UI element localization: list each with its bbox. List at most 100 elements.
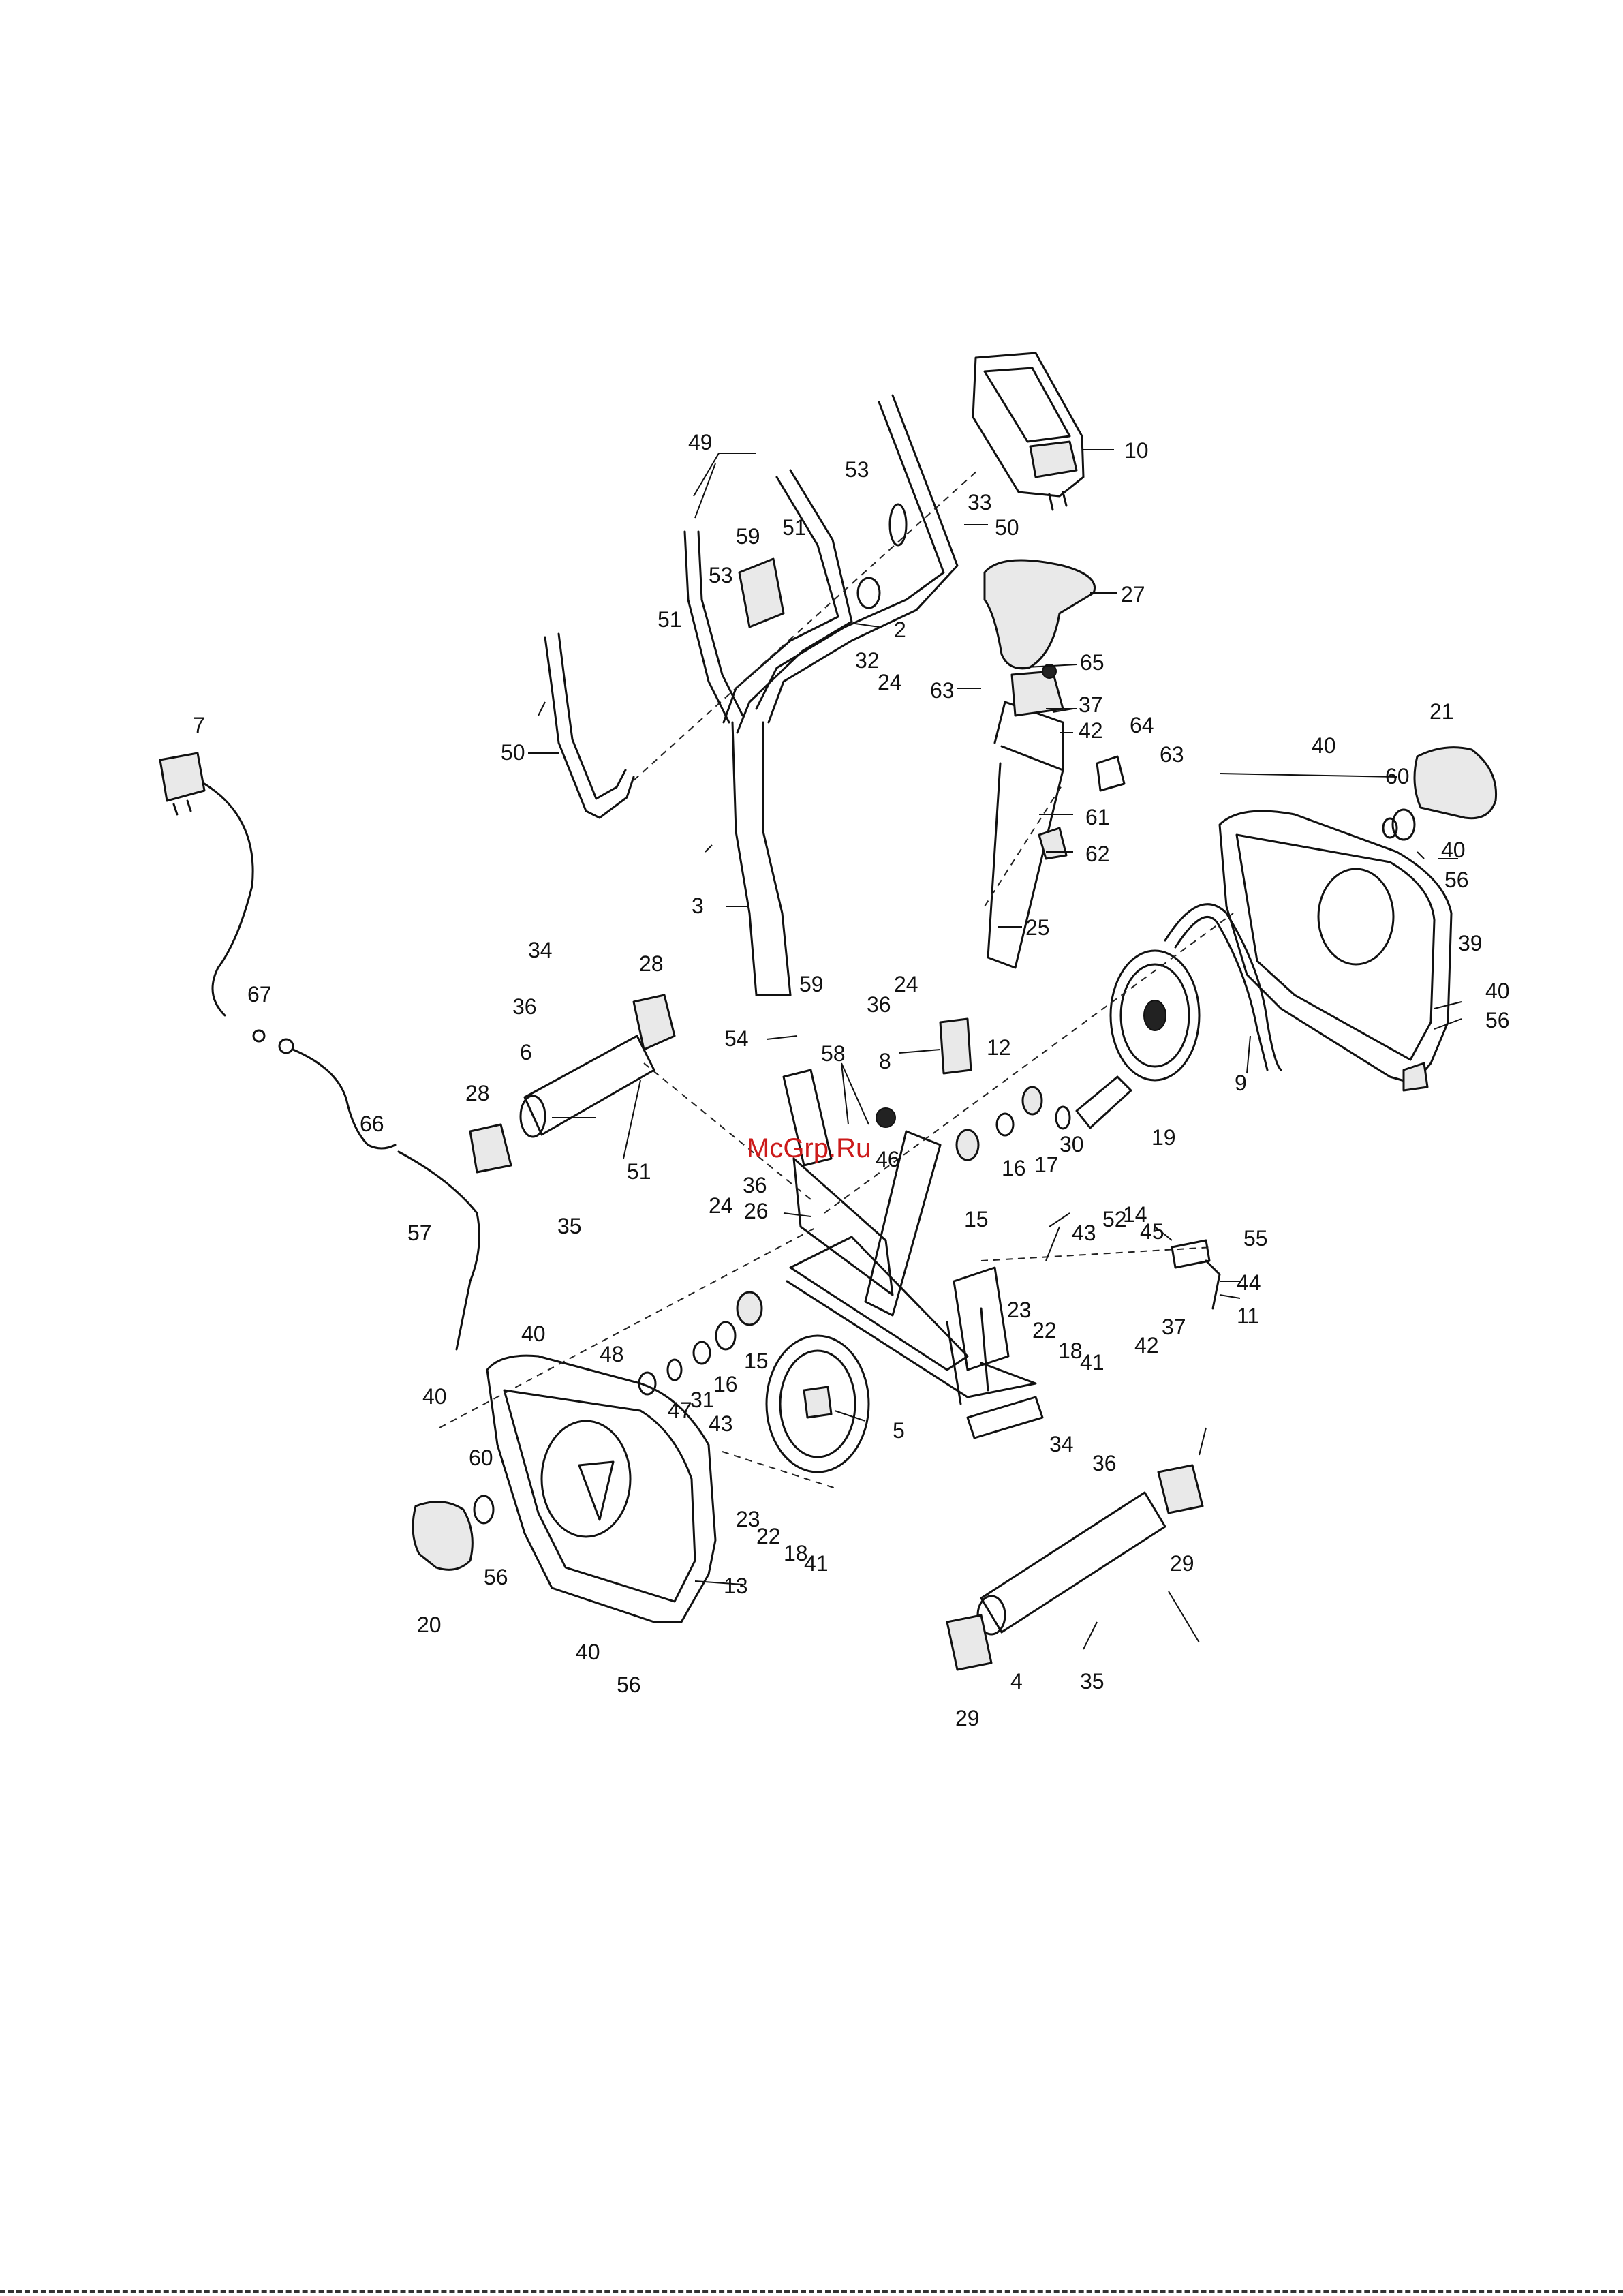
part-number-label: 53 (709, 563, 733, 587)
part-number-label: 36 (512, 994, 537, 1019)
side-cover-part-39 (1220, 811, 1451, 1090)
main-frame (784, 1070, 1042, 1438)
part-number-label: 28 (465, 1081, 490, 1105)
axle-parts-left (639, 1292, 762, 1394)
part-number-label: 36 (743, 1173, 767, 1197)
part-number-label: 31 (690, 1388, 715, 1412)
part-number-label: 36 (867, 992, 891, 1017)
part-number-label: 34 (528, 938, 553, 962)
part-number-label: 32 (855, 648, 880, 673)
part-number-label: 28 (639, 951, 664, 976)
part-number-label: 58 (821, 1041, 846, 1066)
part-number-label: 41 (1080, 1350, 1104, 1375)
part-number-label: 41 (804, 1551, 829, 1576)
part-number-label: 56 (1444, 868, 1469, 892)
part-number-label: 40 (1312, 733, 1336, 758)
part-number-label: 14 (1123, 1202, 1147, 1227)
assembly-lines (439, 470, 1233, 1489)
part-number-label: 20 (417, 1612, 442, 1637)
part-number-label: 51 (658, 607, 682, 632)
part-number-label: 23 (1007, 1298, 1032, 1322)
part-number-label: 24 (894, 972, 918, 996)
part-number-label: 42 (1134, 1333, 1159, 1358)
part-number-label: 35 (557, 1214, 582, 1238)
part-number-label: 40 (576, 1640, 600, 1664)
axle-parts-right (957, 1077, 1131, 1160)
part-number-label: 27 (1121, 582, 1145, 607)
part-number-label: 36 (1092, 1451, 1117, 1475)
part-number-label: 54 (724, 1026, 749, 1051)
part-number-label: 66 (360, 1112, 384, 1136)
part-number-label: 24 (709, 1193, 733, 1218)
part-number-label: 19 (1151, 1125, 1176, 1150)
part-number-label: 29 (1170, 1551, 1194, 1576)
part-number-label: 65 (1080, 650, 1104, 675)
part-number-label: 6 (520, 1040, 532, 1065)
part-number-label: 26 (744, 1199, 769, 1223)
part-number-label: 40 (521, 1321, 546, 1346)
part-number-label: 2 (894, 617, 906, 642)
part-number-label: 55 (1243, 1226, 1268, 1251)
cable-part-57 (399, 1152, 479, 1349)
flywheel-part-5 (767, 1336, 869, 1472)
part-number-label: 40 (1485, 979, 1510, 1003)
part-number-label: 11 (1237, 1304, 1259, 1328)
part-number-label: 3 (692, 893, 704, 918)
part-number-label: 46 (876, 1147, 900, 1172)
page-bottom-edge (0, 2290, 1623, 2293)
part-number-label: 50 (501, 740, 525, 765)
part-number-label: 51 (627, 1159, 651, 1184)
part-number-label: 62 (1085, 842, 1110, 866)
part-number-label: 40 (422, 1384, 447, 1409)
part-number-label: 43 (709, 1411, 733, 1436)
part-number-label: 56 (1485, 1008, 1510, 1032)
watermark-text: McGrp.Ru (747, 1133, 871, 1163)
part-number-label: 37 (1079, 692, 1103, 717)
part-number-label: 34 (1049, 1432, 1074, 1456)
part-number-label: 60 (1385, 764, 1410, 789)
stabilizer-part-4 (947, 1465, 1203, 1670)
part-number-label: 47 (668, 1398, 692, 1422)
part-number-label: 16 (1002, 1156, 1026, 1180)
part-number-label: 56 (617, 1672, 641, 1697)
part-number-label: 57 (407, 1221, 432, 1245)
part-number-label: 5 (893, 1418, 905, 1443)
part-number-label: 43 (1072, 1221, 1096, 1245)
part-number-label: 15 (964, 1207, 989, 1231)
part-number-label: 25 (1025, 915, 1050, 940)
adapter-part-7 (160, 753, 253, 1015)
grip-part-50-left (545, 634, 634, 818)
part-number-label: 42 (1079, 718, 1103, 743)
pedal-part-20 (413, 1496, 493, 1570)
part-number-label: 17 (1034, 1152, 1059, 1177)
part-number-label: 51 (782, 515, 807, 540)
part-number-label: 67 (247, 982, 272, 1007)
part-number-label: 9 (1235, 1071, 1247, 1095)
part-number-label: 35 (1080, 1669, 1104, 1694)
part-number-label: 63 (930, 678, 955, 703)
pedal-part-21 (1383, 748, 1496, 840)
part-number-label: 8 (879, 1049, 891, 1073)
seat-part-27 (985, 560, 1095, 669)
part-number-label: 15 (744, 1349, 769, 1373)
part-number-label: 50 (995, 515, 1019, 540)
part-number-label: 40 (1441, 838, 1466, 862)
part-number-label: 60 (469, 1445, 493, 1470)
part-number-label: 53 (845, 457, 869, 482)
part-number-label: 48 (600, 1342, 624, 1366)
part-number-label: 64 (1130, 713, 1154, 737)
part-number-label: 49 (688, 430, 713, 455)
part-number-label: 33 (968, 490, 992, 515)
side-cover-part-13 (487, 1356, 715, 1622)
stabilizer-part-6 (470, 995, 675, 1172)
part-number-label: 59 (799, 972, 824, 996)
part-number-label: 22 (1032, 1318, 1057, 1343)
part-number-label: 30 (1060, 1132, 1084, 1157)
part-number-label: 7 (193, 713, 205, 737)
part-number-label: 63 (1160, 742, 1184, 767)
part-number-label: 39 (1458, 931, 1483, 955)
part-number-label: 4 (1010, 1669, 1023, 1694)
part-number-label: 56 (484, 1565, 508, 1589)
stem-part-3 (732, 722, 790, 995)
